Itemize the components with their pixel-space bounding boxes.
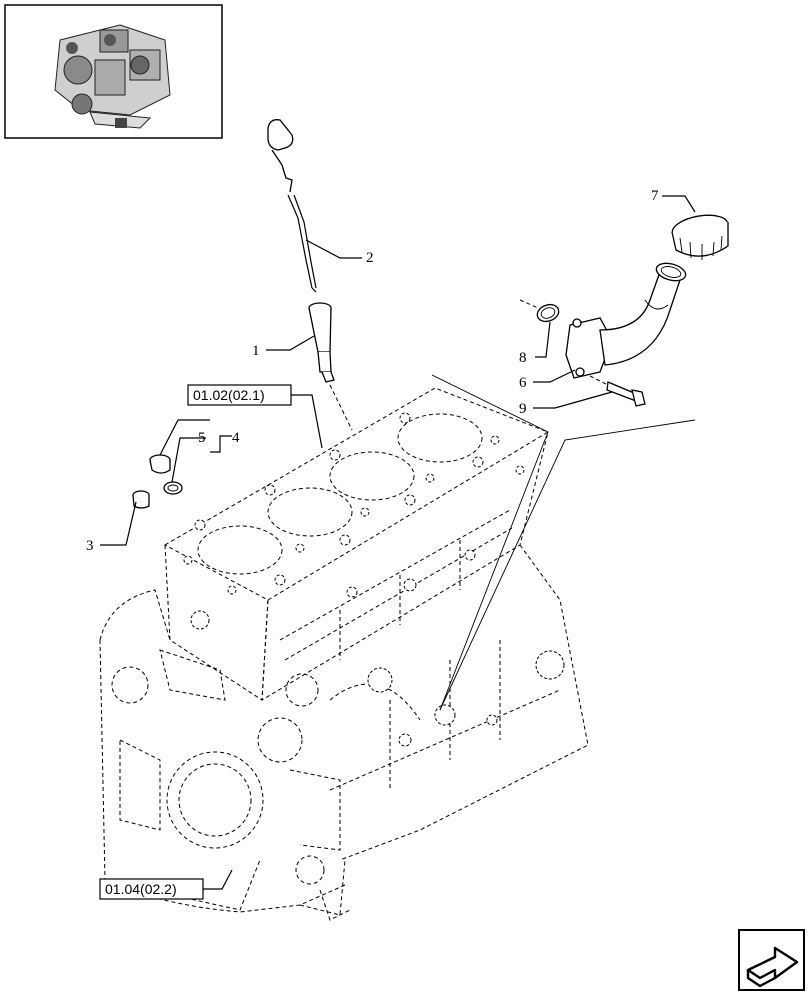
callout-6: 6 [519, 375, 527, 391]
svg-text:01.04(02.2): 01.04(02.2) [105, 881, 177, 897]
callout-4: 4 [232, 430, 240, 446]
bolt[interactable] [589, 375, 646, 407]
callout-2: 2 [366, 250, 374, 266]
filler-cap[interactable] [670, 211, 729, 260]
callout-7: 7 [651, 188, 659, 204]
dipstick[interactable] [267, 119, 317, 293]
callout-1: 1 [252, 343, 260, 359]
washer-5[interactable] [163, 481, 183, 495]
filler-pipe[interactable] [565, 260, 688, 379]
leader-block-right [439, 419, 696, 711]
callout-3: 3 [86, 538, 94, 554]
svg-text:01.02(02.1): 01.02(02.1) [193, 387, 265, 403]
ref-block-base[interactable]: 01.04(02.2) [99, 869, 233, 900]
dipstick-tube[interactable] [308, 302, 353, 431]
callout-8: 8 [519, 350, 527, 366]
callout-9: 9 [519, 401, 527, 417]
plug-3[interactable] [132, 490, 150, 509]
plug-4[interactable] [149, 454, 171, 474]
ref-block-head[interactable]: 01.02(02.1) [187, 384, 323, 449]
callout-leaders [100, 195, 696, 546]
o-ring[interactable] [519, 299, 561, 324]
callout-5: 5 [198, 430, 206, 446]
engine-thumbnail-icon[interactable] [4, 4, 223, 139]
engine-block [99, 387, 589, 921]
leader-block-top [431, 374, 549, 711]
next-page-arrow-icon[interactable] [738, 929, 805, 991]
